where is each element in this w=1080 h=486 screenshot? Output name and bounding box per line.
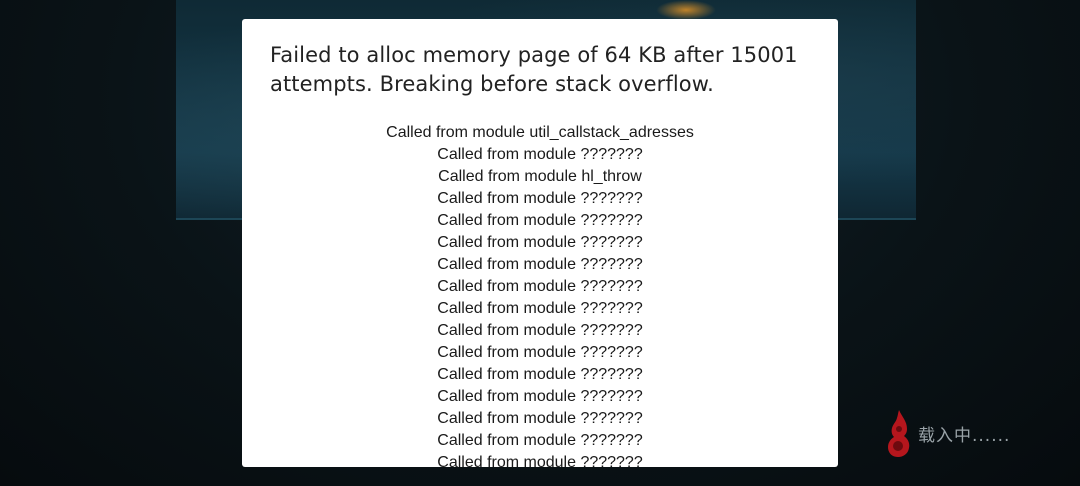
- callstack-line: Called from module ???????: [437, 410, 643, 427]
- callstack-line: Called from module ???????: [437, 432, 643, 449]
- callstack-line: Called from module ???????: [437, 212, 643, 229]
- callstack-line: Called from module util_callstack_adress…: [386, 124, 694, 141]
- callstack-line: Called from module ???????: [437, 278, 643, 295]
- callstack-line: Called from module ???????: [437, 190, 643, 207]
- callstack-line: Called from module ???????: [437, 322, 643, 339]
- callstack-line: Called from module ???????: [437, 454, 643, 467]
- error-dialog: Failed to alloc memory page of 64 KB aft…: [242, 19, 838, 467]
- loading-indicator: 载入中......: [886, 408, 1010, 458]
- callstack-line: Called from module ???????: [437, 366, 643, 383]
- callstack-line: Called from module ???????: [437, 146, 643, 163]
- callstack-line: Called from module ???????: [437, 256, 643, 273]
- flame-icon: [888, 410, 910, 457]
- callstack-line: Called from module ???????: [437, 388, 643, 405]
- callstack-line: Called from module ???????: [437, 234, 643, 251]
- callstack-line: Called from module ???????: [437, 300, 643, 317]
- lantern-glow: [656, 0, 716, 20]
- callstack-line: Called from module hl_throw: [438, 168, 642, 185]
- callstack-line: Called from module ???????: [437, 344, 643, 361]
- callstack-list: Called from module util_callstack_adress…: [270, 122, 810, 467]
- loading-text: 载入中......: [918, 425, 1011, 446]
- error-message: Failed to alloc memory page of 64 KB aft…: [270, 43, 798, 96]
